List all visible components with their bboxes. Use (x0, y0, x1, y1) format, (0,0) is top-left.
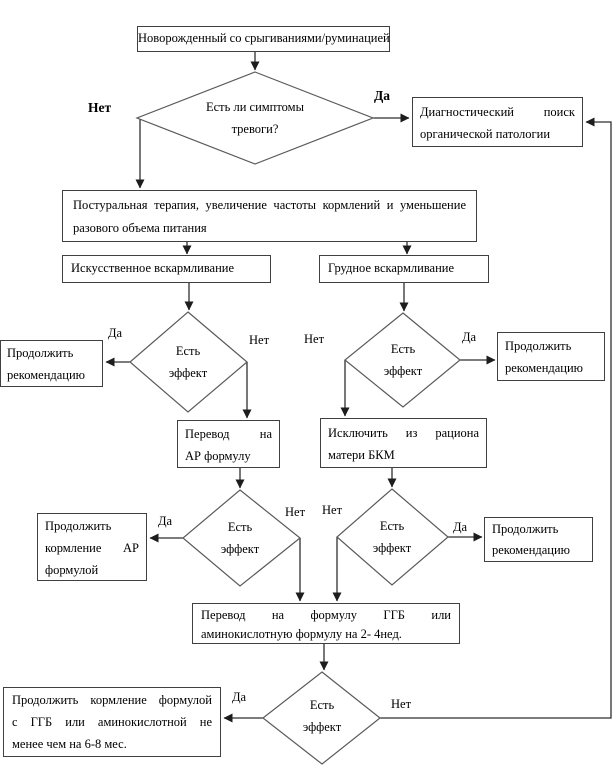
no-label-effect-artificial: Нет (249, 333, 270, 347)
effect-line-1: Есть (390, 342, 416, 356)
final-line-2: с ГГБ или аминокислотной не (12, 715, 212, 729)
exclude-cmp-box: Исключить из рациона матери БКМ (320, 418, 487, 468)
postural-line-1: Постуральная терапия, увеличение частоты… (73, 198, 466, 212)
yes-label-alarm: Да (374, 88, 391, 103)
effect-diamond-breast: Есть эффект (363, 338, 443, 382)
effect-line-2: эффект (383, 364, 423, 378)
effect-diamond-ggb-shape (262, 671, 381, 765)
diagnostic-line-1: Диагностический поиск (420, 105, 575, 119)
effect-diamond-ggb: Есть эффект (282, 694, 362, 738)
effect-diamond-breast-shape (344, 312, 461, 408)
no-label-effect-breast: Нет (304, 332, 325, 346)
final-box: Продолжить кормление формулой с ГГБ или … (3, 687, 221, 757)
effect-line-1: Есть (379, 519, 405, 533)
postural-box: Постуральная терапия, увеличение частоты… (62, 190, 477, 242)
ar-formula-line-1: Перевод на (185, 427, 272, 441)
continue-recommendation-box-right2: Продолжить рекомендацию (484, 517, 593, 562)
no-label-effect-ggb: Нет (391, 697, 412, 711)
effect-line-2: эффект (168, 366, 208, 380)
no-label-effect-exclude: Нет (322, 503, 343, 517)
ggb-formula-line-1: Перевод на формулу ГГБ или (201, 608, 451, 622)
continue-rec-line-1: Продолжить (505, 339, 572, 353)
alarm-line-2: тревоги? (231, 122, 279, 136)
breast-feeding-label: Грудное вскармливание (328, 261, 455, 275)
breast-feeding-box: Грудное вскармливание (319, 255, 489, 283)
continue-ar-line-1: Продолжить (45, 519, 112, 533)
start-label: Новорожденный со срыгиваниями/руминацией (138, 31, 390, 45)
yes-label-effect-ar: Да (158, 514, 173, 528)
effect-line-2: эффект (372, 541, 412, 555)
postural-line-2: разового объема питания (73, 221, 207, 235)
effect-diamond-ar: Есть эффект (200, 516, 280, 560)
final-line-1: Продолжить кормление формулой (12, 693, 212, 707)
exclude-cmp-line-2: матери БКМ (328, 448, 395, 462)
effect-diamond-exclude-shape (336, 488, 449, 586)
artificial-feeding-box: Искусственное вскармливание (62, 255, 271, 283)
start-box: Новорожденный со срыгиваниями/руминацией (137, 26, 390, 52)
diagnostic-box: Диагностический поиск органической патол… (412, 97, 583, 147)
continue-ar-line-3: формулой (45, 563, 99, 577)
yes-label-effect-ggb: Да (232, 690, 247, 704)
effect-line-1: Есть (175, 344, 201, 358)
continue-recommendation-box-left: Продолжить рекомендацию (0, 340, 103, 387)
ggb-formula-line-2: аминокислотную формулу на 2- 4нед. (201, 627, 402, 641)
continue-rec-line-2: рекомендацию (7, 368, 86, 382)
ar-formula-box: Перевод на АР формулу (177, 420, 280, 468)
exclude-cmp-line-1: Исключить из рациона (328, 426, 479, 440)
effect-line-1: Есть (227, 520, 253, 534)
yes-label-effect-breast: Да (462, 330, 477, 344)
effect-line-2: эффект (220, 542, 260, 556)
alarm-diamond-shape (135, 71, 375, 165)
effect-diamond-ar-shape (182, 489, 301, 587)
continue-recommendation-box-right1: Продолжить рекомендацию (497, 332, 605, 381)
effect-diamond-artificial: Есть эффект (148, 340, 228, 384)
connector-effect-b-no-to-diagnostic (380, 117, 612, 719)
continue-ar-formula-box: Продолжить кормление АР формулой (37, 513, 147, 581)
no-label-effect-ar: Нет (285, 505, 306, 519)
continue-ar-line-2: кормление АР (45, 541, 139, 555)
continue-rec-line-2: рекомендацию (492, 543, 571, 557)
yes-label-effect-artificial: Да (108, 326, 123, 340)
effect-diamond-artificial-shape (129, 311, 248, 413)
effect-line-1: Есть (309, 698, 335, 712)
no-label-alarm: Нет (88, 100, 112, 115)
continue-rec-line-1: Продолжить (7, 346, 74, 360)
final-line-3: менее чем на 6-8 мес. (12, 737, 127, 751)
ar-formula-line-2: АР формулу (185, 449, 251, 463)
continue-rec-line-2: рекомендацию (505, 361, 584, 375)
continue-rec-line-1: Продолжить (492, 522, 559, 536)
artificial-feeding-label: Искусственное вскармливание (71, 261, 235, 275)
effect-line-2: эффект (302, 720, 342, 734)
ggb-formula-box: Перевод на формулу ГГБ или аминокислотну… (192, 603, 460, 644)
diagnostic-line-2: органической патологии (420, 127, 551, 141)
effect-diamond-exclude: Есть эффект (352, 515, 432, 559)
yes-label-effect-exclude: Да (453, 520, 468, 534)
alarm-diamond: Есть ли симптомы тревоги? (175, 96, 335, 140)
alarm-line-1: Есть ли симптомы (206, 100, 304, 114)
